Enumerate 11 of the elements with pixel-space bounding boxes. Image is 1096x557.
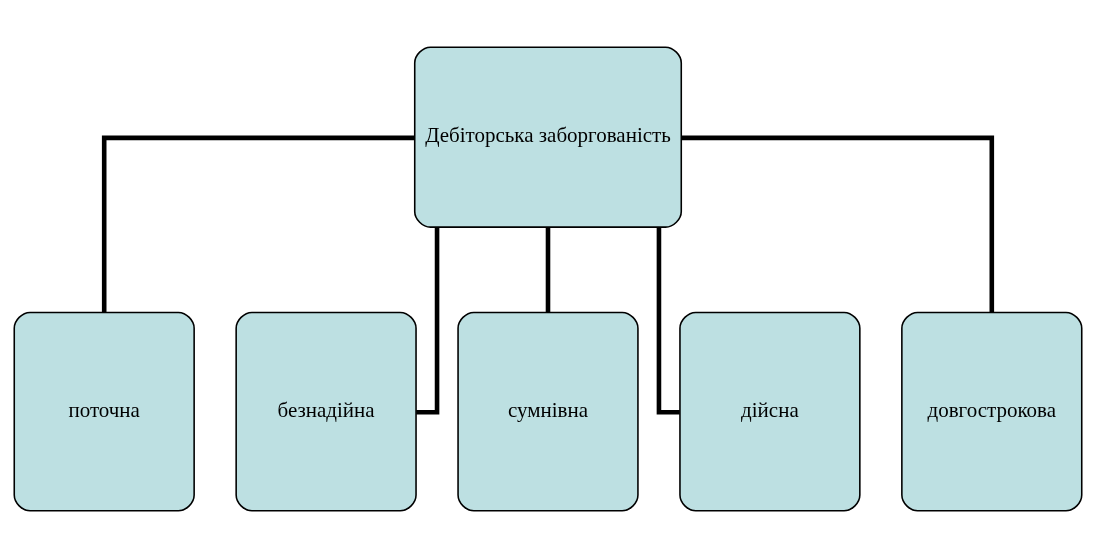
connector — [681, 135, 995, 312]
connector — [416, 226, 440, 415]
node-box: безнадійна — [235, 311, 417, 512]
node-box: поточна — [13, 311, 195, 512]
node-box: сумнівна — [457, 311, 639, 512]
connector — [656, 226, 680, 415]
connector — [101, 135, 415, 312]
connector — [545, 226, 551, 312]
node-box: дійсна — [679, 311, 861, 512]
node-box: довгострокова — [901, 311, 1083, 512]
node-box: Дебіторська заборгованість — [413, 45, 683, 228]
